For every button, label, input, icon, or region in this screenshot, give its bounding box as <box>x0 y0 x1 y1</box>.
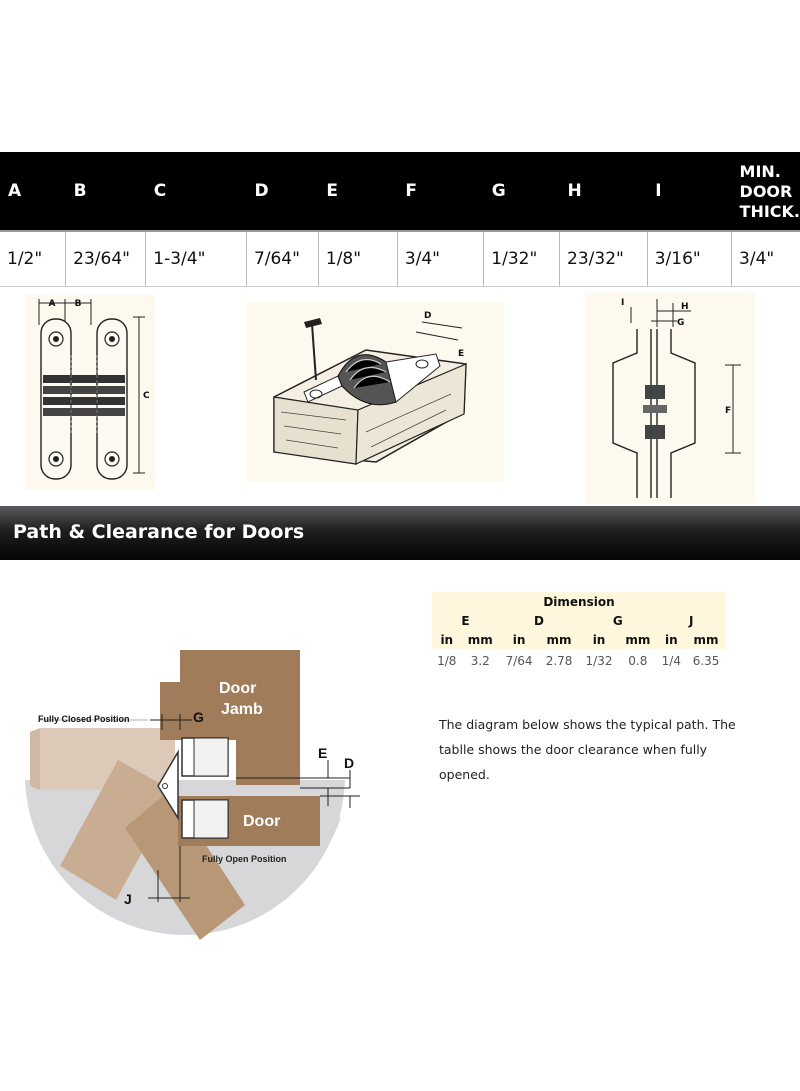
clearance-title: Dimension <box>543 594 615 609</box>
clearance-unit: mm <box>625 632 651 647</box>
swing-door-shape <box>60 760 175 900</box>
clearance-unit-row: in mm in mm in mm in mm <box>432 630 726 649</box>
spec-value-d: 7/64" <box>246 231 319 287</box>
clearance-value-row: 1/8 3.2 7/64 2.78 1/32 0.8 1/4 6.35 <box>432 649 726 673</box>
clearance-value-d-in: 7/64 <box>505 654 533 668</box>
open-door-shape <box>125 790 245 940</box>
clearance-unit: in <box>440 632 454 647</box>
label-door-jamb-2: Jamb <box>221 701 263 718</box>
spec-value-i: 3/16" <box>647 231 733 287</box>
spec-header-i: I <box>647 152 732 232</box>
spec-value-b: 23/64" <box>65 231 147 287</box>
label-e: E <box>318 745 327 761</box>
hinge-isometric-view-drawing: D E <box>273 311 467 465</box>
label-door-jamb-1: Door <box>219 680 256 697</box>
spec-header-c: C <box>145 152 247 232</box>
front-label-c: C <box>143 391 150 401</box>
side-label-h: H <box>681 302 689 312</box>
spec-table: A B C D E F G H I MIN. DOOR THICK. 1/2" … <box>0 152 800 287</box>
hinge-isometric-view: D E <box>246 302 504 482</box>
spec-header-f: F <box>397 152 484 232</box>
label-g: G <box>193 709 204 725</box>
spec-value-c: 1-3/4" <box>145 231 247 287</box>
clearance-value-d-mm: 2.78 <box>545 654 573 668</box>
clearance-unit: in <box>592 632 606 647</box>
spec-table-value-row: 1/2" 23/64" 1-3/4" 7/64" 1/8" 3/4" 1/32"… <box>0 231 800 287</box>
side-label-i: I <box>621 298 624 308</box>
clearance-group-row: E D G J <box>432 611 726 630</box>
spec-header-b: B <box>65 152 146 232</box>
spec-value-g: 1/32" <box>483 231 561 287</box>
description-line: tablle shows the door clearance when ful… <box>439 742 708 757</box>
label-door: Door <box>243 813 280 830</box>
description-line: opened. <box>439 767 490 782</box>
clearance-value-j-mm: 6.35 <box>692 654 720 668</box>
clearance-group-e: E <box>461 613 470 628</box>
iso-label-e: E <box>458 349 464 359</box>
spec-table-header-row: A B C D E F G H I MIN. DOOR THICK. <box>0 152 800 232</box>
spec-header-d: D <box>246 152 319 232</box>
spec-header-e: E <box>318 152 398 232</box>
label-fully-closed: Fully Closed Position <box>38 714 130 724</box>
hinge-pivot <box>157 749 179 821</box>
label-j: J <box>124 891 132 907</box>
clearance-value-g-mm: 0.8 <box>628 654 648 668</box>
side-label-g: G <box>677 318 684 328</box>
section-title: Path & Clearance for Doors <box>13 521 305 543</box>
door-path-diagram: Door Jamb Door Fully Closed Position Ful… <box>25 650 360 940</box>
description-line: The diagram below shows the typical path… <box>439 717 736 732</box>
spec-value-min-door-thick: 3/4" <box>731 231 800 287</box>
clearance-table: Dimension E D G J in mm in mm in mm in m… <box>432 592 726 673</box>
clearance-value-e-mm: 3.2 <box>470 654 490 668</box>
front-label-b: B <box>75 299 82 309</box>
spec-header-h: H <box>559 152 648 232</box>
clearance-unit: mm <box>546 632 572 647</box>
spec-value-e: 1/8" <box>318 231 398 287</box>
clearance-value-e-in: 1/8 <box>437 654 457 668</box>
clearance-unit: in <box>512 632 526 647</box>
front-label-a: A <box>49 299 56 309</box>
door-jamb-shape <box>180 650 300 785</box>
clearance-group-d: D <box>533 613 544 628</box>
clearance-group-g: G <box>612 613 623 628</box>
label-d: D <box>344 755 354 771</box>
side-label-f: F <box>725 406 731 416</box>
spec-header-a: A <box>0 152 66 232</box>
spec-value-h: 23/32" <box>559 231 648 287</box>
description-text: The diagram below shows the typical path… <box>439 712 739 787</box>
hinge-front-view: A B C <box>25 295 155 490</box>
label-fully-open: Fully Open Position <box>202 854 287 864</box>
hinge-side-view: I H G F <box>585 293 755 503</box>
clearance-table-grid: Dimension E D G J in mm in mm in mm in m… <box>432 592 726 673</box>
clearance-group-j: J <box>689 613 694 628</box>
hinge-front-view-drawing: A B C <box>38 299 150 480</box>
hinge-side-view-drawing: I H G F <box>612 298 741 498</box>
clearance-value-g-in: 1/32 <box>585 654 613 668</box>
spec-header-min-door-thick: MIN. DOOR THICK. <box>731 152 800 232</box>
clearance-unit: in <box>664 632 678 647</box>
clearance-title-row: Dimension <box>432 592 726 611</box>
clearance-unit: mm <box>467 632 493 647</box>
clearance-unit: mm <box>693 632 719 647</box>
spec-value-a: 1/2" <box>0 231 67 287</box>
clearance-value-j-in: 1/4 <box>661 654 681 668</box>
spec-header-g: G <box>483 152 560 232</box>
iso-label-d: D <box>424 311 431 321</box>
spec-value-f: 3/4" <box>397 231 485 287</box>
section-banner: Path & Clearance for Doors <box>0 506 800 560</box>
